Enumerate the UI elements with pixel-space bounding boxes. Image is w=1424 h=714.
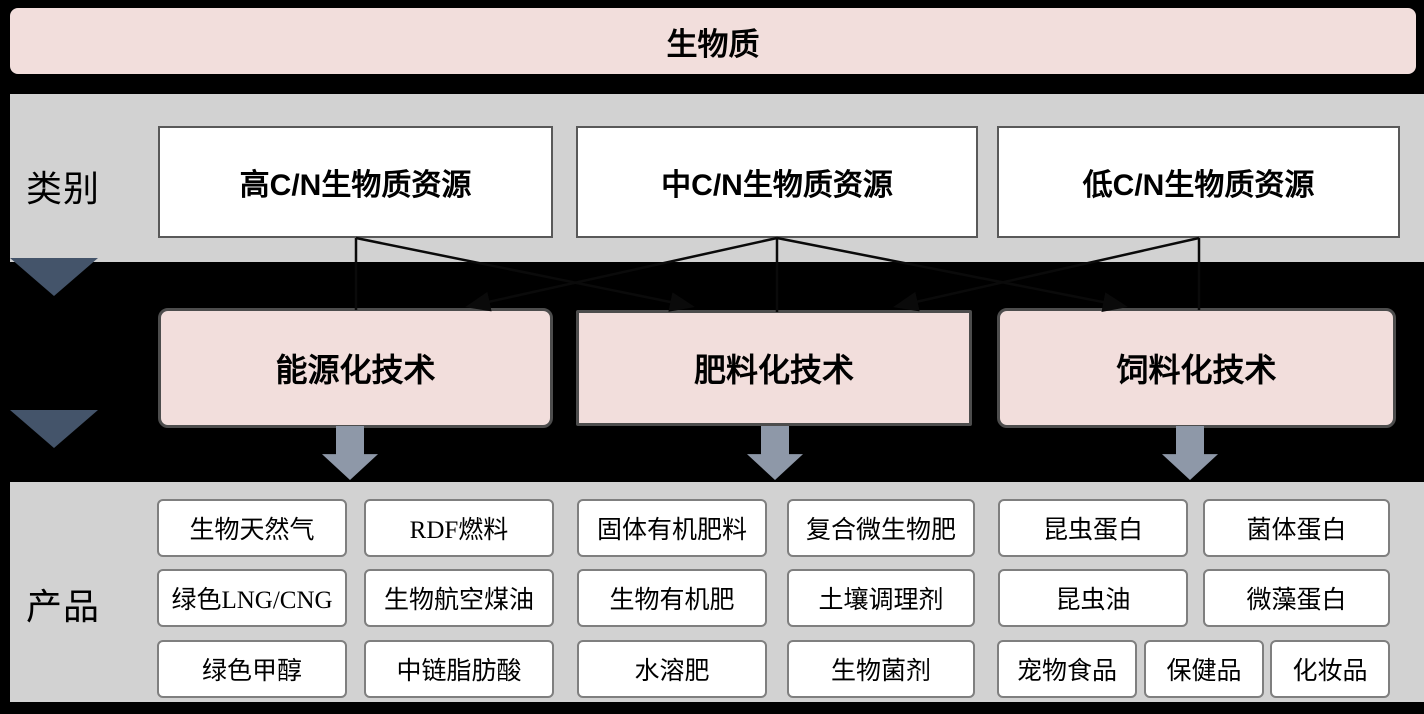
category-box-label: 高C/N生物质资源 bbox=[239, 169, 472, 202]
product-label: 固体有机肥料 bbox=[596, 517, 747, 544]
product-box: 昆虫蛋白 bbox=[998, 499, 1188, 557]
product-label: 微藻蛋白 bbox=[1246, 587, 1347, 614]
product-box: 保健品 bbox=[1144, 640, 1264, 698]
biomass-banner-label: 生物质 bbox=[666, 26, 760, 62]
product-box: 生物菌剂 bbox=[787, 640, 975, 698]
product-label: 土壤调理剂 bbox=[818, 587, 944, 614]
category-box-mid-cn: 中C/N生物质资源 bbox=[576, 126, 978, 238]
block-down-arrow-icon bbox=[1162, 426, 1218, 480]
technology-box-fertilizer: 肥料化技术 bbox=[576, 310, 972, 426]
technology-box-label: 饲料化技术 bbox=[1116, 352, 1277, 388]
product-box: 化妆品 bbox=[1270, 640, 1390, 698]
product-label: 绿色LNG/CNG bbox=[171, 587, 333, 614]
category-box-high-cn: 高C/N生物质资源 bbox=[158, 126, 553, 238]
biomass-banner: 生物质 bbox=[10, 8, 1416, 74]
technology-box-energy: 能源化技术 bbox=[158, 308, 553, 428]
product-label: 菌体蛋白 bbox=[1246, 517, 1347, 544]
product-label: 生物菌剂 bbox=[830, 658, 931, 685]
product-box: 菌体蛋白 bbox=[1203, 499, 1390, 557]
product-box: 昆虫油 bbox=[998, 569, 1188, 627]
product-box: 生物天然气 bbox=[157, 499, 347, 557]
block-down-arrow-icon bbox=[747, 426, 803, 480]
product-label: 保健品 bbox=[1166, 658, 1242, 685]
product-label: 复合微生物肥 bbox=[805, 517, 956, 544]
product-box: 复合微生物肥 bbox=[787, 499, 975, 557]
product-box: 宠物食品 bbox=[997, 640, 1137, 698]
category-box-label: 低C/N生物质资源 bbox=[1082, 169, 1315, 202]
product-box: 中链脂肪酸 bbox=[364, 640, 554, 698]
technology-box-label: 肥料化技术 bbox=[693, 352, 854, 388]
block-down-arrow-icon bbox=[322, 426, 378, 480]
technology-box-label: 能源化技术 bbox=[275, 352, 436, 388]
product-box: 水溶肥 bbox=[577, 640, 767, 698]
product-label: 生物天然气 bbox=[189, 517, 315, 544]
product-label: 生物航空煤油 bbox=[383, 587, 534, 614]
product-box: 生物航空煤油 bbox=[364, 569, 554, 627]
category-row-label: 类别 bbox=[26, 168, 101, 209]
product-label: RDF燃料 bbox=[409, 517, 509, 544]
down-triangle-icon bbox=[10, 410, 98, 448]
product-box: 土壤调理剂 bbox=[787, 569, 975, 627]
product-box: 固体有机肥料 bbox=[577, 499, 767, 557]
category-box-label: 中C/N生物质资源 bbox=[661, 169, 893, 202]
product-box: 绿色LNG/CNG bbox=[157, 569, 347, 627]
down-triangle-icon bbox=[10, 258, 98, 296]
product-box: 微藻蛋白 bbox=[1203, 569, 1390, 627]
product-label: 宠物食品 bbox=[1016, 658, 1117, 685]
product-box: 绿色甲醇 bbox=[157, 640, 347, 698]
product-label: 绿色甲醇 bbox=[201, 658, 302, 685]
product-label: 生物有机肥 bbox=[609, 587, 735, 614]
product-box: RDF燃料 bbox=[364, 499, 554, 557]
product-label: 水溶肥 bbox=[634, 658, 710, 685]
product-label: 化妆品 bbox=[1292, 658, 1368, 685]
product-label: 昆虫蛋白 bbox=[1042, 517, 1143, 544]
product-box: 生物有机肥 bbox=[577, 569, 767, 627]
product-label: 昆虫油 bbox=[1055, 587, 1131, 614]
product-row-label: 产品 bbox=[26, 586, 101, 627]
technology-box-feed: 饲料化技术 bbox=[997, 308, 1396, 428]
category-box-low-cn: 低C/N生物质资源 bbox=[997, 126, 1400, 238]
product-label: 中链脂肪酸 bbox=[396, 658, 522, 685]
